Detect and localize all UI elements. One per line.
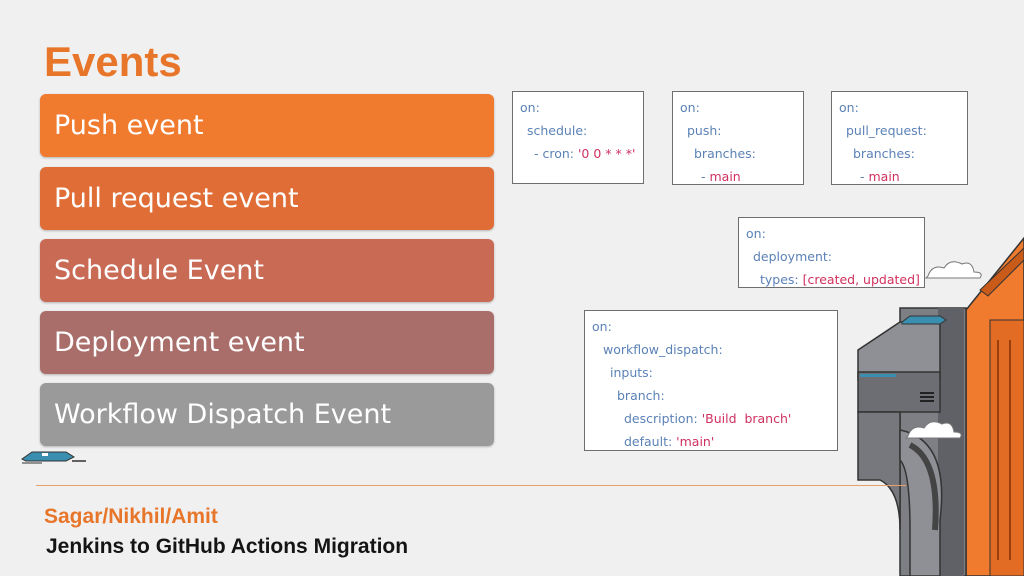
event-item-pull-request[interactable]: Pull request event <box>40 167 494 230</box>
code-line: types: [created, updated] <box>760 272 920 287</box>
code-line: on: <box>520 100 540 115</box>
code-key: - <box>860 169 869 184</box>
code-string: 'main' <box>676 434 715 449</box>
code-line: schedule: <box>527 123 588 138</box>
code-line: inputs: <box>610 365 653 380</box>
event-label: Deployment event <box>54 327 305 358</box>
rocket-tower-illustration <box>857 236 1024 576</box>
code-string: 'Build branch' <box>701 411 792 426</box>
event-label: Push event <box>54 110 204 141</box>
event-item-deployment[interactable]: Deployment event <box>40 311 494 374</box>
slide-title: Events <box>44 38 182 85</box>
code-key: description: <box>624 411 702 426</box>
divider <box>36 485 906 486</box>
code-key: - cron: <box>534 146 578 161</box>
code-key: types: <box>760 272 803 287</box>
code-line: workflow_dispatch: <box>603 342 723 357</box>
presentation-subtitle: Jenkins to GitHub Actions Migration <box>46 535 409 558</box>
code-line: on: <box>839 100 859 115</box>
code-line: pull_request: <box>846 123 927 138</box>
code-snippet-pull-request: on: pull_request: branches: - main <box>831 91 968 185</box>
event-item-workflow-dispatch[interactable]: Workflow Dispatch Event <box>40 383 494 446</box>
code-line: default: 'main' <box>624 434 714 449</box>
event-label: Schedule Event <box>54 255 265 286</box>
code-string: [created, updated] <box>802 272 920 287</box>
airplane-icon <box>21 451 86 464</box>
event-label: Workflow Dispatch Event <box>54 399 392 430</box>
code-snippet-deployment: on: deployment: types: [created, updated… <box>738 217 925 288</box>
code-line: on: <box>746 226 766 241</box>
code-line: - main <box>701 169 741 184</box>
event-label: Pull request event <box>54 183 299 214</box>
code-string: main <box>709 169 741 184</box>
code-line: branches: <box>694 146 756 161</box>
code-line: - cron: '0 0 * * *' <box>534 146 635 161</box>
code-line: push: <box>687 123 722 138</box>
code-line: on: <box>680 100 700 115</box>
code-line: description: 'Build branch' <box>624 411 791 426</box>
code-snippet-workflow-dispatch: on: workflow_dispatch: inputs: branch: d… <box>584 310 838 451</box>
code-key: - <box>701 169 710 184</box>
code-line: on: <box>592 319 612 334</box>
team-names: Sagar/Nikhil/Amit <box>44 505 218 528</box>
code-snippet-push: on: push: branches: - main <box>672 91 804 185</box>
event-item-push[interactable]: Push event <box>40 94 494 157</box>
code-key: default: <box>624 434 677 449</box>
code-string: '0 0 * * *' <box>577 146 636 161</box>
code-line: deployment: <box>753 249 832 264</box>
code-line: branches: <box>853 146 915 161</box>
code-line: - main <box>860 169 900 184</box>
code-line: branch: <box>617 388 665 403</box>
code-snippet-schedule: on: schedule: - cron: '0 0 * * *' <box>512 91 644 184</box>
event-item-schedule[interactable]: Schedule Event <box>40 239 494 302</box>
code-string: main <box>868 169 900 184</box>
